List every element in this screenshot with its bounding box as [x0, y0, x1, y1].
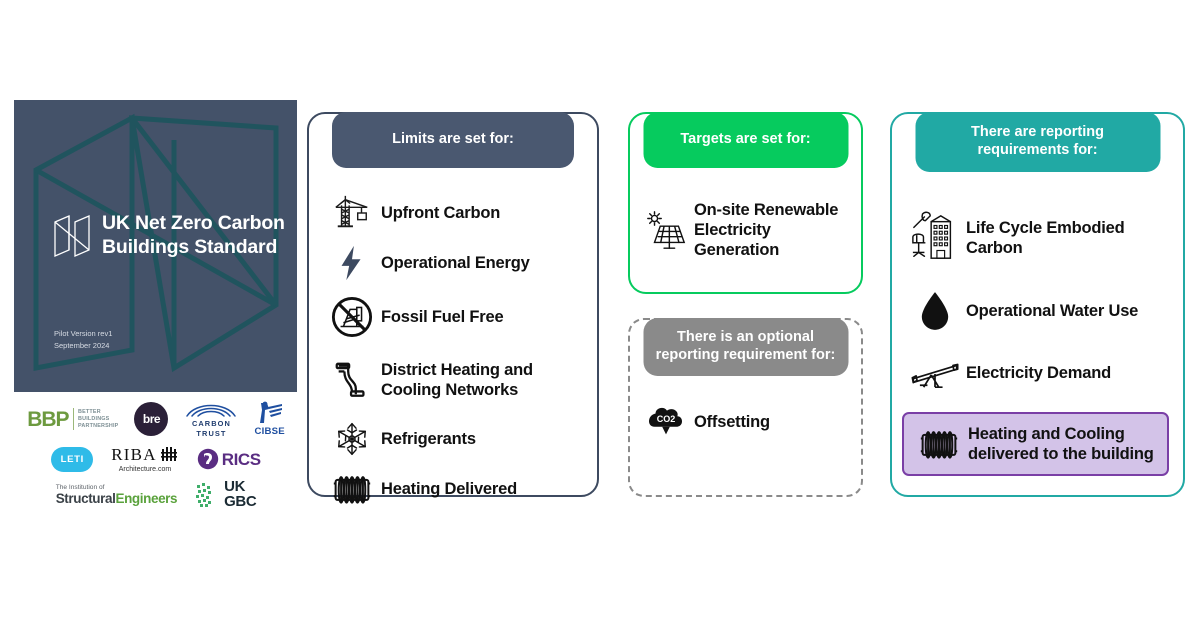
cover-decorative-geometry	[33, 113, 279, 373]
list-item-label: Operational Water Use	[966, 301, 1139, 320]
ukgbc-line2: GBC	[224, 492, 257, 510]
list-item-label: Heating Delivered	[381, 479, 517, 498]
standard-cover-panel: UK Net Zero Carbon Buildings Standard Pi…	[14, 100, 297, 392]
logo-leti: LETI	[51, 446, 94, 472]
list-item-label: Upfront Carbon	[381, 203, 501, 222]
list-item-fossil-fuel-free[interactable]: Fossil Fuel Free	[323, 288, 587, 346]
istructe-prefix: The Institution of	[55, 483, 105, 491]
card-reporting-requirements-header: There are reporting requirements for:	[915, 112, 1160, 172]
building-hammer-chair-icon	[904, 210, 966, 266]
logo-bbp-tagline: BETTER BUILDINGS PARTNERSHIP	[78, 408, 119, 429]
list-item-label: Operational Energy	[381, 253, 530, 272]
pipe-icon	[323, 360, 381, 400]
radiator-icon	[323, 472, 381, 506]
crane-icon	[323, 194, 381, 232]
cover-title: UK Net Zero Carbon Buildings Standard	[102, 212, 285, 258]
list-item-label: Heating and Cooling delivered to the bui…	[968, 424, 1154, 463]
ukgbc-line1: UK	[224, 478, 246, 496]
seesaw-icon	[904, 356, 966, 390]
cibse-figure-icon	[259, 402, 282, 424]
list-item-refrigerants[interactable]: Refrigerants	[323, 414, 587, 464]
logo-bbp-wordmark: BBP	[27, 407, 69, 431]
rics-wordmark: RICS	[221, 449, 261, 469]
no-oil-pump-icon	[323, 296, 381, 338]
card-limits-header: Limits are set for:	[332, 112, 574, 168]
list-item-label: On-site Renewable Electricity Generation	[694, 200, 839, 260]
cover-version: Pilot Version rev1	[54, 329, 113, 338]
istructe-word-structural: Structural	[55, 490, 116, 506]
list-item-label: Offsetting	[694, 412, 770, 431]
svg-text:CO2: CO2	[657, 414, 676, 424]
logo-istructe: The Institution of StructuralEngineers	[55, 483, 178, 506]
logo-rics: RICS	[197, 448, 261, 470]
card-optional-reporting: There is an optional reporting requireme…	[628, 318, 863, 497]
list-item-upfront-carbon[interactable]: Upfront Carbon	[323, 188, 587, 238]
carbon-trust-arc-icon	[186, 404, 237, 417]
logo-bre: bre	[134, 402, 169, 437]
cover-brand-lockup: UK Net Zero Carbon Buildings Standard	[52, 212, 285, 260]
istructe-word-engineers: Engineers	[115, 490, 178, 506]
logo-row-1: BBP BETTER BUILDINGS PARTNERSHIP bre CAR…	[20, 400, 292, 439]
list-item-district-heating-cooling[interactable]: District Heating and Cooling Networks	[323, 346, 587, 414]
solar-panel-icon	[638, 208, 694, 252]
logo-row-3: The Institution of StructuralEngineers	[20, 478, 292, 510]
list-item-heating-cooling-delivered[interactable]: Heating and Cooling delivered to the bui…	[902, 412, 1169, 476]
logo-ukgbc: UK GBC	[195, 478, 257, 510]
co2-cloud-icon: CO2	[638, 403, 694, 441]
logo-carbon-trust: CARBON TRUST	[184, 400, 238, 439]
riba-wordmark: RIBA	[111, 444, 157, 464]
logo-bbp: BBP BETTER BUILDINGS PARTNERSHIP	[27, 407, 119, 431]
list-item-label: Fossil Fuel Free	[381, 307, 504, 326]
carbon-trust-line2: TRUST	[196, 429, 227, 439]
radiator-icon	[910, 427, 968, 461]
lightning-bolt-icon	[323, 244, 381, 282]
nzcbs-logo-mark-icon	[54, 214, 90, 257]
card-reporting-requirements: There are reporting requirements for:	[890, 112, 1185, 497]
rics-lion-icon	[197, 449, 218, 470]
cover-version-block: Pilot Version rev1 September 2024	[54, 328, 112, 351]
card-optional-reporting-header: There is an optional reporting requireme…	[643, 318, 848, 376]
cover-date: September 2024	[54, 340, 110, 350]
carbon-trust-line1: CARBON	[191, 419, 231, 428]
card-targets: Targets are set for:	[628, 112, 863, 294]
list-item-label: Refrigerants	[381, 429, 476, 448]
logo-row-2: LETI RIBA Architec	[20, 445, 292, 475]
list-item-offsetting[interactable]: CO2 Offsetting	[638, 396, 853, 448]
list-item-label: District Heating and Cooling Networks	[381, 360, 533, 399]
list-item-label: Life Cycle Embodied Carbon	[966, 218, 1125, 257]
snowflake-icon	[323, 421, 381, 457]
list-item-operational-energy[interactable]: Operational Energy	[323, 238, 587, 288]
list-item-life-cycle-embodied-carbon[interactable]: Life Cycle Embodied Carbon	[904, 196, 1173, 280]
card-targets-header: Targets are set for:	[643, 112, 848, 168]
logo-cibse: CIBSE	[254, 401, 285, 438]
list-item-label: Electricity Demand	[966, 363, 1111, 382]
partner-logo-grid: BBP BETTER BUILDINGS PARTNERSHIP bre CAR…	[20, 400, 292, 516]
riba-crest-icon	[160, 446, 177, 461]
list-item-operational-water-use[interactable]: Operational Water Use	[904, 280, 1173, 342]
list-item-electricity-demand[interactable]: Electricity Demand	[904, 342, 1173, 404]
logo-riba: RIBA Architecture.com	[111, 445, 178, 475]
list-item-heating-delivered[interactable]: Heating Delivered	[323, 464, 587, 514]
list-item-onsite-renewable[interactable]: On-site Renewable Electricity Generation	[638, 186, 853, 274]
riba-tagline: Architecture.com	[118, 465, 172, 473]
card-limits: Limits are set for:	[307, 112, 599, 504]
water-droplet-icon	[904, 290, 966, 332]
cover-image: UK Net Zero Carbon Buildings Standard Pi…	[14, 100, 297, 392]
ukgbc-dots-icon	[196, 482, 212, 507]
cibse-wordmark: CIBSE	[254, 426, 285, 438]
logo-bbp-divider	[72, 408, 75, 431]
